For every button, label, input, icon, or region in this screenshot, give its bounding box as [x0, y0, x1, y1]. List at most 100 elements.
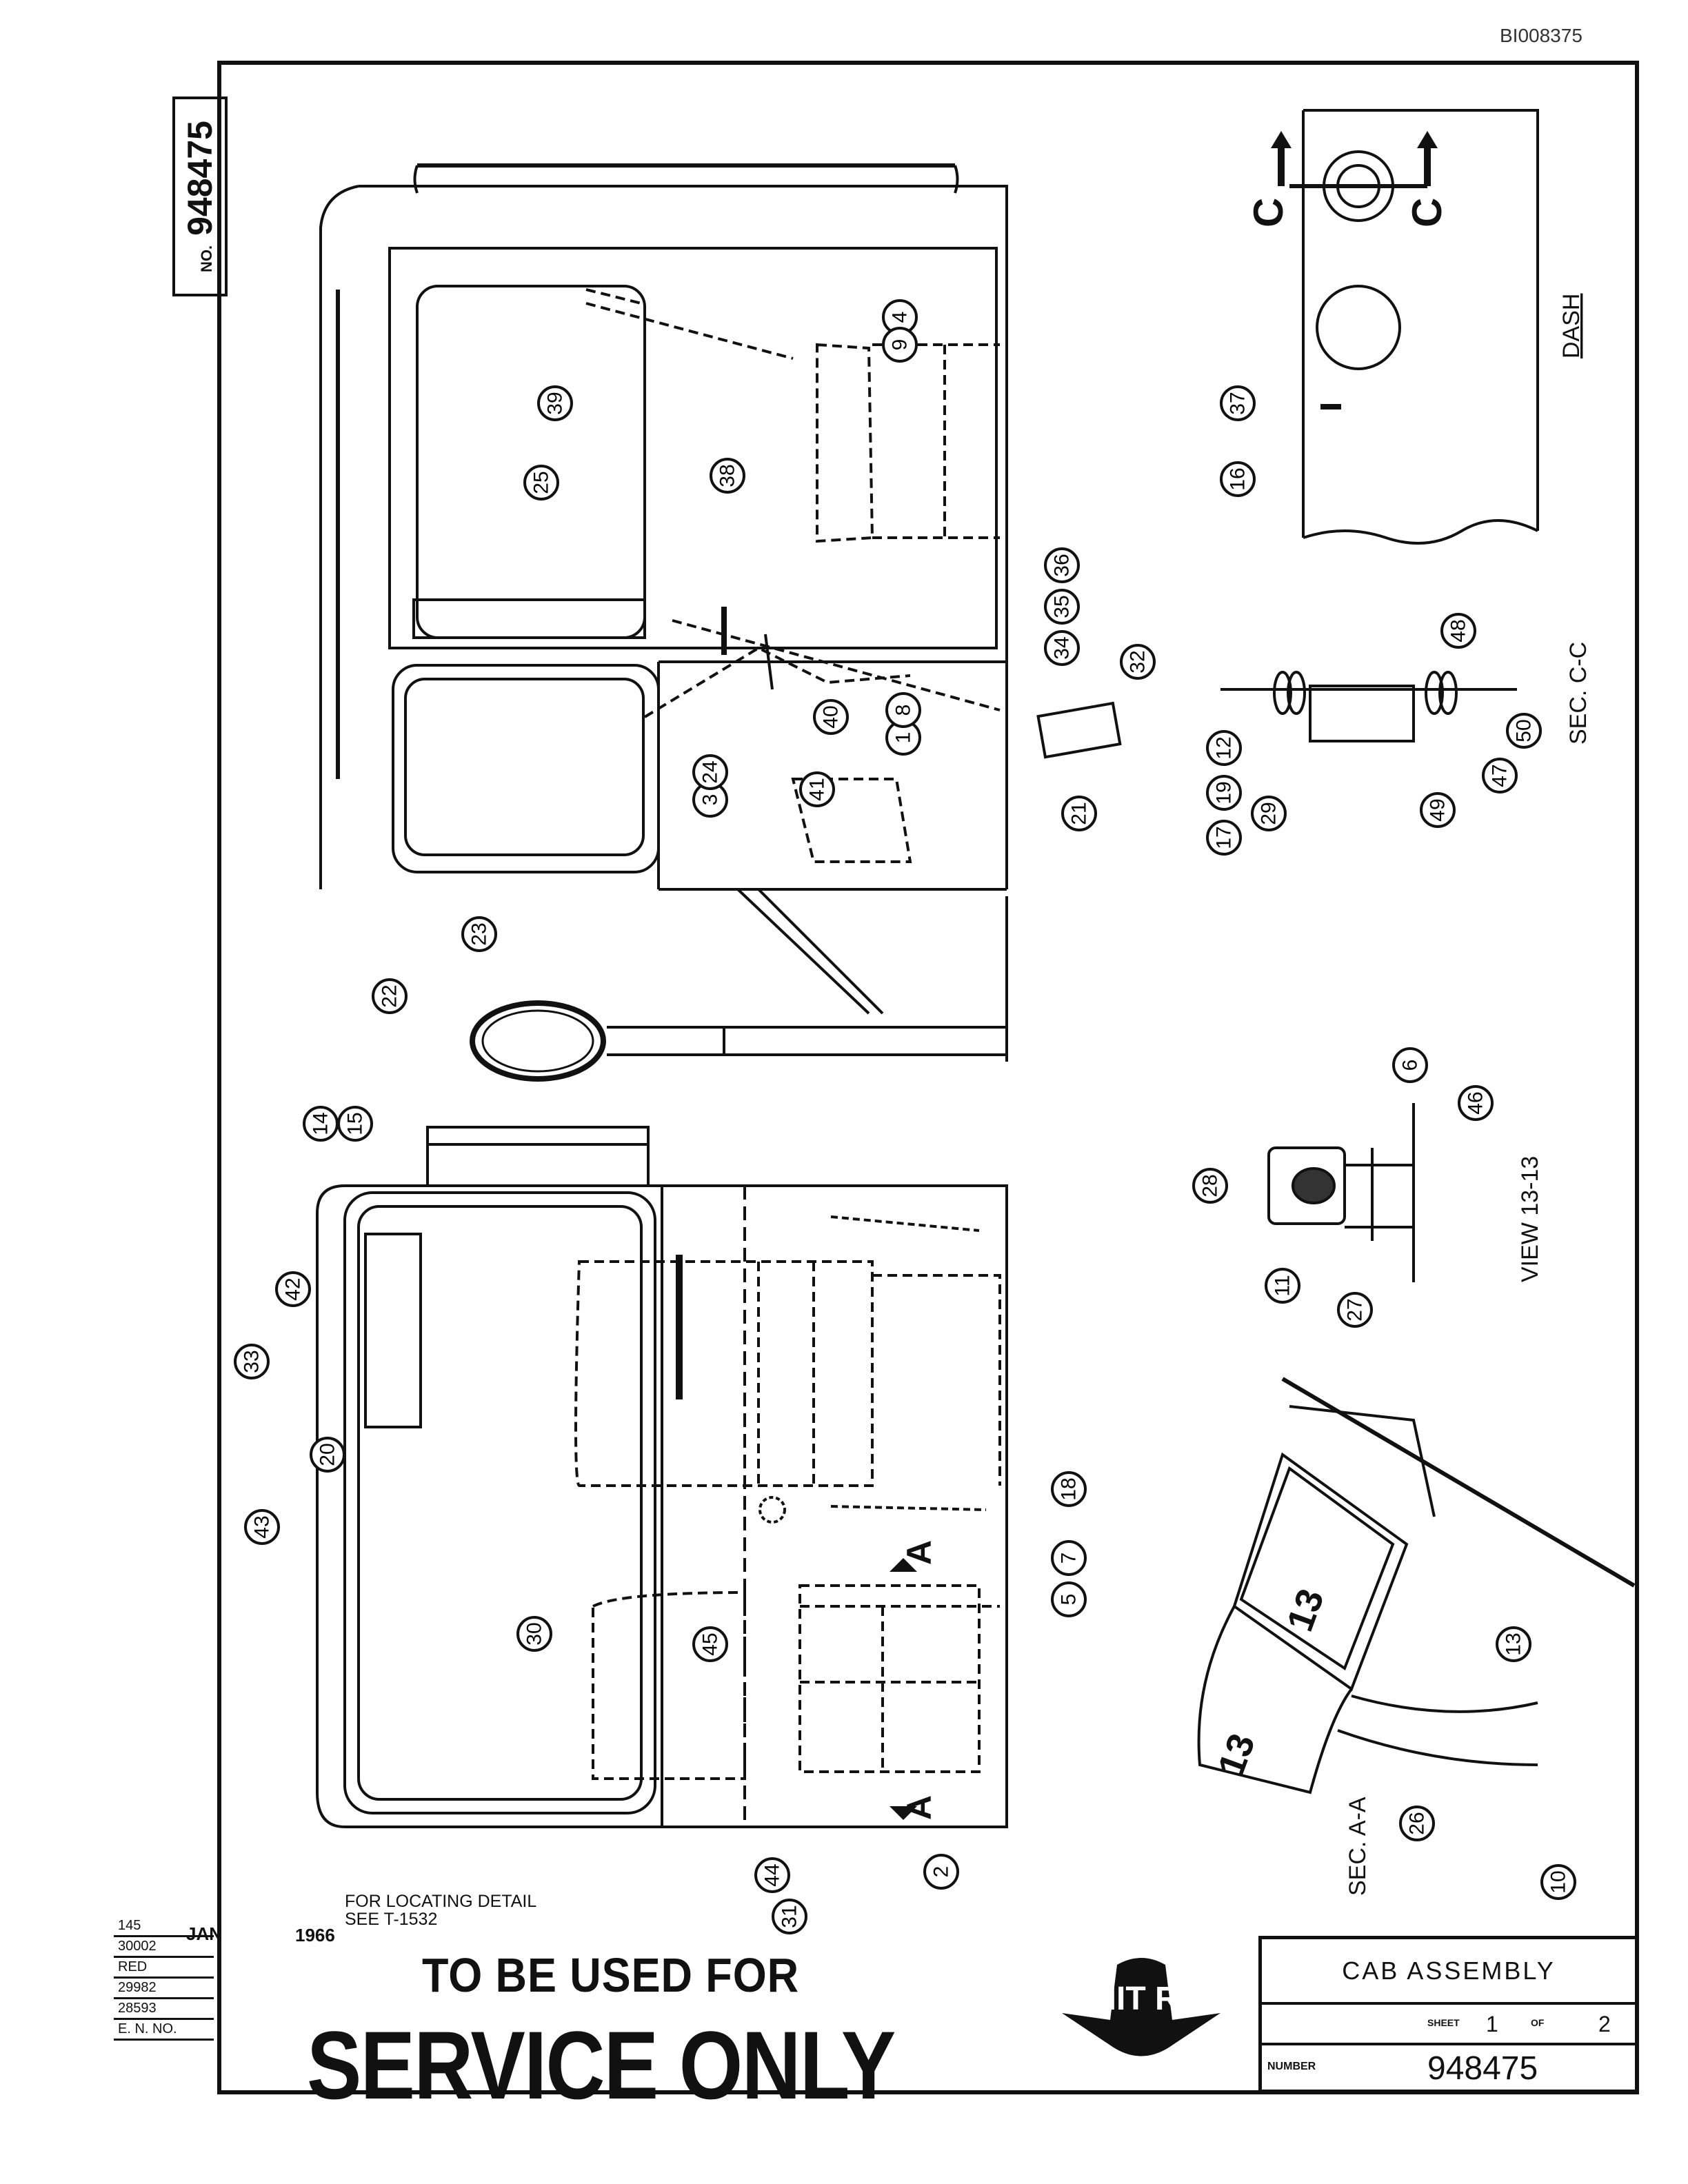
callout-label: 40 [820, 705, 843, 728]
callout-label: 10 [1547, 1870, 1570, 1893]
callout-label: 14 [310, 1112, 332, 1135]
callout-10: 10 [1540, 1864, 1576, 1900]
callout-7: 7 [1051, 1540, 1087, 1576]
callout-label: 32 [1127, 650, 1149, 673]
callout-31: 31 [772, 1899, 807, 1934]
callout-label: 24 [699, 760, 722, 783]
drawing-frame [217, 61, 1639, 2094]
revision-entry: 29982 [114, 1979, 214, 1999]
dash-view [1278, 109, 1539, 545]
callout-13: 13 [1496, 1626, 1531, 1662]
callout-21: 21 [1061, 796, 1097, 831]
unit-rig-logo: UNIT RIG [1062, 1958, 1220, 2056]
callout-42: 42 [275, 1271, 311, 1307]
callout-label: 18 [1058, 1477, 1081, 1500]
callout-35: 35 [1044, 589, 1080, 625]
label-sec-cc: SEC. C-C [1565, 642, 1591, 745]
callout-label: 3 [699, 794, 722, 806]
callout-43: 43 [244, 1509, 280, 1545]
callout-49: 49 [1420, 792, 1456, 828]
revision-entry: 30002 [114, 1937, 214, 1958]
callout-label: 35 [1051, 595, 1074, 618]
callout-label: 23 [468, 922, 491, 945]
mirror [470, 1000, 606, 1082]
callout-23: 23 [461, 916, 497, 952]
callout-label: 2 [930, 1866, 953, 1878]
callout-label: 4 [889, 312, 912, 323]
callout-label: 5 [1058, 1594, 1081, 1606]
callout-label: 6 [1399, 1060, 1422, 1071]
callout-label: 19 [1213, 781, 1236, 804]
callout-19: 19 [1206, 775, 1242, 811]
callout-17: 17 [1206, 820, 1242, 856]
callout-9: 9 [882, 327, 918, 363]
label-arrow-c-left: C [1245, 198, 1292, 228]
callout-label: 1 [892, 732, 915, 744]
locating-line-1: FOR LOCATING DETAIL [345, 1892, 537, 1911]
callout-50: 50 [1506, 713, 1542, 749]
callout-22: 22 [372, 978, 408, 1014]
drawing-number-box: NO. 948475 [172, 97, 228, 296]
label-arrow-c-right: C [1404, 198, 1450, 228]
callout-5: 5 [1051, 1581, 1087, 1617]
number-row: NUMBER 948475 [1262, 2043, 1636, 2091]
callout-label: 17 [1213, 826, 1236, 849]
callout-36: 36 [1044, 547, 1080, 583]
stamp-line-1: TO BE USED FOR [422, 1948, 800, 2002]
locating-note: FOR LOCATING DETAIL SEE T-1532 [345, 1892, 536, 1928]
callout-label: 28 [1199, 1174, 1222, 1197]
callout-27: 27 [1337, 1292, 1373, 1328]
callout-label: 16 [1227, 467, 1249, 490]
of-label: OF [1531, 2017, 1545, 2028]
revision-footer: E. N. NO. [114, 2020, 214, 2041]
callout-label: 21 [1068, 802, 1091, 825]
callout-48: 48 [1440, 613, 1476, 649]
callout-label: 9 [889, 339, 912, 351]
callout-label: 20 [316, 1443, 339, 1466]
callout-label: 8 [892, 705, 915, 716]
callout-label: 34 [1051, 636, 1074, 659]
callout-12: 12 [1206, 730, 1242, 766]
callout-label: 7 [1058, 1553, 1081, 1564]
revision-entry: RED [114, 1958, 214, 1979]
callout-label: 31 [778, 1905, 801, 1928]
callout-32: 32 [1120, 644, 1156, 680]
callout-label: 12 [1213, 736, 1236, 759]
callout-18: 18 [1051, 1471, 1087, 1507]
callout-2: 2 [923, 1854, 959, 1890]
callout-label: 41 [806, 778, 829, 800]
locating-line-2: SEE T-1532 [345, 1910, 438, 1929]
label-view-13-13: VIEW 13-13 [1517, 1156, 1543, 1282]
callout-28: 28 [1192, 1168, 1228, 1204]
section-cc-view [1220, 671, 1517, 742]
callout-45: 45 [692, 1626, 728, 1662]
sheet-info: SHEET 1 OF 2 [1262, 2005, 1636, 2043]
label-sec-aa: SEC. A-A [1345, 1797, 1371, 1896]
callout-26: 26 [1399, 1806, 1435, 1841]
document-id: BI008375 [1500, 25, 1582, 46]
callout-8: 8 [885, 692, 921, 728]
stamp-line-2: SERVICE ONLY [307, 2011, 896, 2119]
callout-label: 43 [251, 1515, 274, 1538]
cab-plan-view [316, 1126, 1008, 1828]
callout-label: 49 [1427, 798, 1449, 821]
callout-34: 34 [1044, 630, 1080, 666]
callout-label: 29 [1258, 802, 1280, 825]
date-year: 1966 [295, 1925, 335, 1945]
revision-entry: 28593 [114, 1999, 214, 2020]
sheet-number: 1 [1486, 2012, 1498, 2036]
label-arrow-a-top: A [900, 1540, 938, 1565]
callout-33: 33 [234, 1344, 270, 1379]
section-aa-view [1197, 1377, 1636, 1794]
callout-label: 30 [523, 1622, 546, 1645]
sheet-total: 2 [1598, 2012, 1611, 2036]
callout-label: 50 [1513, 719, 1536, 742]
callout-14: 14 [303, 1106, 339, 1142]
callout-label: 38 [716, 464, 739, 487]
label-dash: DASH [1558, 294, 1585, 358]
callout-label: 25 [530, 471, 553, 494]
number-label: NUMBER [1267, 2061, 1316, 2072]
title-block-number: 948475 [1427, 2050, 1538, 2087]
drawing-title: CAB ASSEMBLY [1262, 1939, 1636, 2005]
